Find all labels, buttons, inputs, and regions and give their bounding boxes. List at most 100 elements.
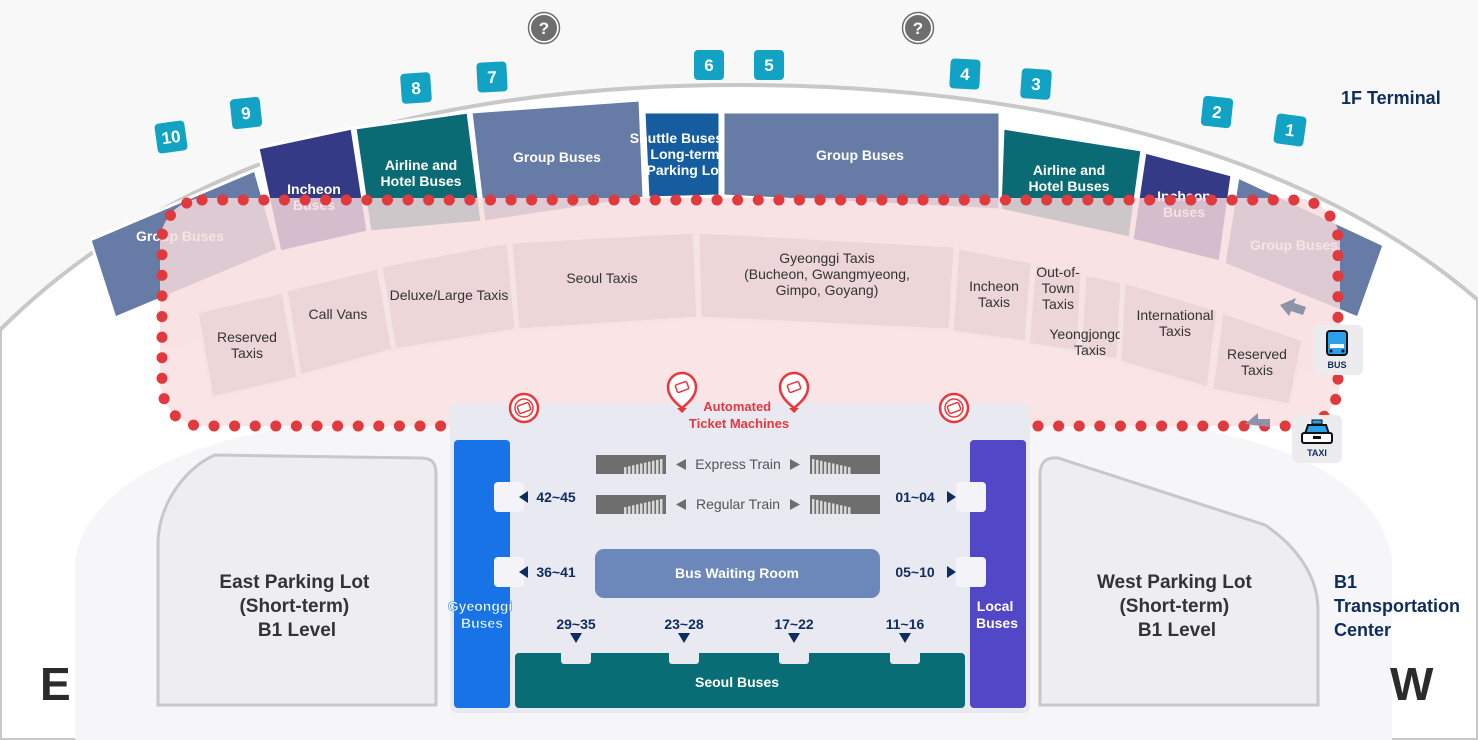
exit-17-22: 17~22 [774, 616, 814, 664]
gate-8-badge[interactable]: 8 [400, 72, 432, 104]
exit-36-41: 36~41 [519, 564, 576, 580]
train-label: Express Train [695, 456, 781, 472]
exit-11-16: 11~16 [886, 616, 925, 664]
svg-text:3: 3 [1031, 75, 1042, 95]
train-platform[interactable]: Regular Train [596, 495, 880, 514]
svg-text:4: 4 [960, 65, 971, 84]
gate-7-badge[interactable]: 7 [476, 61, 508, 93]
gate-6-badge[interactable]: 6 [694, 50, 724, 80]
ticket-machine-icon[interactable] [778, 371, 810, 413]
gate-10-badge[interactable]: 10 [154, 120, 188, 154]
west-parking-lot[interactable]: West Parking Lot (Short-term) B1 Level [1038, 456, 1320, 707]
east-parking-lot[interactable]: East Parking Lot (Short-term) B1 Level [156, 453, 438, 707]
taxi-zone-label: Gyeonggi Taxis(Bucheon, Gwangmyeong,Gimp… [744, 250, 910, 298]
east-parking-lot-label: East Parking Lot (Short-term) B1 Level [219, 572, 374, 641]
question-icon[interactable]: ? [901, 11, 935, 45]
svg-text:9: 9 [240, 104, 251, 124]
compass-west: W [1390, 658, 1434, 710]
exit-05-10: 05~10 [895, 564, 956, 580]
exit-01-04: 01~04 [895, 489, 956, 505]
local-buses-label: Local Buses [976, 598, 1018, 631]
bus-zone-label: Group Buses [513, 149, 601, 165]
bus-zone[interactable]: Group Buses [469, 98, 646, 224]
gate-9-badge[interactable]: 9 [229, 96, 263, 130]
transport-center-title: B1 Transportation Center [1334, 572, 1465, 640]
svg-text:TAXI: TAXI [1307, 448, 1327, 458]
taxi-stand-icon[interactable]: TAXI [1292, 415, 1342, 463]
west-parking-lot-label: West Parking Lot (Short-term) B1 Level [1097, 572, 1257, 641]
svg-text:5: 5 [764, 56, 773, 75]
terminal-title: 1F Terminal [1341, 88, 1441, 108]
train-label: Regular Train [696, 496, 780, 512]
seoul-buses-block [515, 653, 965, 708]
ticket-machine-icon[interactable] [508, 392, 540, 424]
svg-text:1: 1 [1284, 120, 1296, 140]
exit-29-35: 29~35 [556, 616, 596, 664]
taxi-zone[interactable]: Deluxe/Large Taxis [379, 240, 518, 352]
taxi-zone-label: Deluxe/Large Taxis [390, 287, 509, 303]
train-platform[interactable]: Express Train [596, 455, 880, 474]
gyeonggi-buses-label: Gyeonggi Buses [448, 598, 516, 631]
taxi-zone[interactable]: Seoul Taxis [509, 230, 700, 332]
bus-zone[interactable]: Group Buses [721, 110, 1002, 212]
svg-text:6: 6 [704, 56, 713, 75]
taxi-zone-label: Seoul Taxis [566, 270, 637, 286]
gate-5-badge[interactable]: 5 [754, 50, 784, 80]
svg-text:42~45: 42~45 [536, 489, 576, 505]
svg-text:29~35: 29~35 [556, 616, 596, 632]
svg-text:?: ? [913, 19, 923, 38]
exit-23-28: 23~28 [664, 616, 704, 664]
question-icon[interactable]: ? [527, 11, 561, 45]
gate-3-badge[interactable]: 3 [1020, 68, 1052, 100]
bus-zone-label: Group Buses [816, 147, 904, 163]
svg-text:2: 2 [1211, 103, 1222, 123]
bus-waiting-room [595, 549, 880, 598]
ticket-machine-icon[interactable] [666, 371, 698, 413]
svg-text:?: ? [539, 19, 549, 38]
ticket-machine-icon[interactable] [938, 392, 970, 424]
arrow-icon [1245, 298, 1306, 427]
svg-text:11~16: 11~16 [886, 616, 925, 632]
svg-text:36~41: 36~41 [536, 564, 576, 580]
bus-stop-icon[interactable]: BUS [1313, 325, 1363, 375]
gate-4-badge[interactable]: 4 [949, 58, 981, 90]
svg-text:23~28: 23~28 [664, 616, 704, 632]
gate-badges: 10 9 8 7 6 5 4 3 2 1 [154, 50, 1307, 154]
bus-waiting-room-label: Bus Waiting Room [675, 565, 799, 581]
seoul-buses-label: Seoul Buses [695, 674, 779, 690]
svg-text:7: 7 [487, 68, 497, 87]
svg-text:17~22: 17~22 [774, 616, 814, 632]
svg-text:05~10: 05~10 [895, 564, 935, 580]
svg-text:8: 8 [411, 79, 422, 99]
taxi-zone-label: Call Vans [309, 306, 368, 322]
svg-text:01~04: 01~04 [895, 489, 935, 505]
gate-2-badge[interactable]: 2 [1200, 95, 1234, 129]
ticket-machines-label: Automated Ticket Machines [689, 399, 789, 431]
gate-1-badge[interactable]: 1 [1273, 113, 1307, 147]
taxi-zone[interactable]: Gyeonggi Taxis(Bucheon, Gwangmyeong,Gimp… [696, 230, 957, 332]
compass-east: E [40, 658, 71, 710]
svg-text:10: 10 [160, 127, 181, 148]
exit-42-45: 42~45 [519, 489, 576, 505]
taxi-zone[interactable]: Call Vans [284, 266, 395, 378]
svg-text:BUS: BUS [1327, 360, 1346, 370]
